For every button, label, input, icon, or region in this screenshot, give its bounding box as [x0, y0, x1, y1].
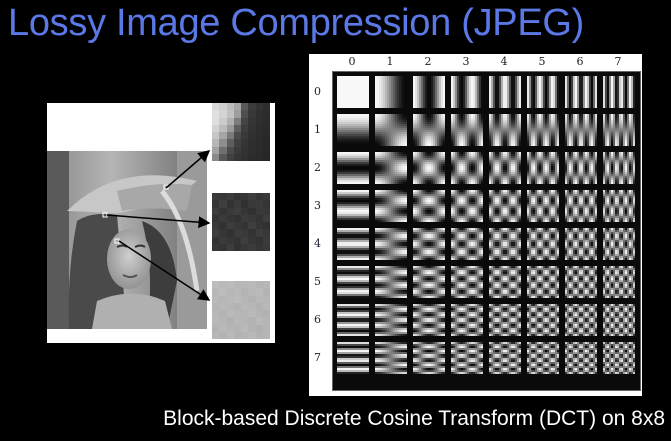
dct-basis-0-0: [337, 76, 369, 108]
dct-basis-2-5: [527, 152, 559, 184]
dct-basis-0-5: [527, 76, 559, 108]
dct-basis-0-2: [413, 76, 445, 108]
dct-basis-1-5: [527, 114, 559, 146]
dct-basis-2-3: [451, 152, 483, 184]
dct-basis-2-6: [565, 152, 597, 184]
dct-basis-4-5: [527, 228, 559, 260]
dct-basis-1-3: [451, 114, 483, 146]
dct-basis-5-2: [413, 266, 445, 298]
dct-column-label: 6: [576, 55, 584, 68]
dct-row-label: 0: [314, 85, 321, 98]
dct-basis-7-0: [337, 342, 369, 374]
dct-basis-6-3: [451, 304, 483, 336]
dct-basis-0-3: [451, 76, 483, 108]
dct-basis-5-1: [375, 266, 407, 298]
dct-basis-3-0: [337, 190, 369, 222]
dct-basis-7-5: [527, 342, 559, 374]
dct-column-label: 5: [538, 55, 546, 68]
dct-basis-3-7: [603, 190, 635, 222]
dct-basis-5-6: [565, 266, 597, 298]
dct-basis-4-7: [603, 228, 635, 260]
dct-column-label: 0: [348, 55, 356, 68]
dct-basis-1-2: [413, 114, 445, 146]
dct-basis-7-6: [565, 342, 597, 374]
dct-basis-6-6: [565, 304, 597, 336]
dct-basis-4-0: [337, 228, 369, 260]
dct-basis-1-0: [337, 114, 369, 146]
dct-row-label: 6: [314, 313, 321, 326]
dct-basis-3-6: [565, 190, 597, 222]
dct-column-label: 7: [614, 55, 622, 68]
dct-basis-7-2: [413, 342, 445, 374]
dct-basis-0-6: [565, 76, 597, 108]
dct-basis-7-3: [451, 342, 483, 374]
dct-row-label: 4: [314, 237, 321, 250]
zoom-arrows: [106, 150, 211, 301]
dct-row-label: 2: [314, 161, 321, 174]
dct-basis-6-4: [489, 304, 521, 336]
dct-basis-6-0: [337, 304, 369, 336]
dct-basis-5-0: [337, 266, 369, 298]
dct-basis-1-7: [603, 114, 635, 146]
dct-basis-0-4: [489, 76, 521, 108]
dct-basis-3-1: [375, 190, 407, 222]
dct-column-label: 3: [462, 55, 470, 68]
dct-basis-2-2: [413, 152, 445, 184]
dct-basis-5-7: [603, 266, 635, 298]
shadow-block-zoom: [212, 193, 270, 251]
dct-basis-4-1: [375, 228, 407, 260]
lena-image: [47, 151, 207, 329]
dct-basis-2-0: [337, 152, 369, 184]
dct-basis-2-7: [603, 152, 635, 184]
dct-basis-grid: 0 1 2 3 4 5 6 7 0 1 2 3 4 5 6 7: [309, 54, 642, 396]
dct-basis-6-1: [375, 304, 407, 336]
dct-basis-6-5: [527, 304, 559, 336]
dct-basis-5-4: [489, 266, 521, 298]
dct-basis-7-1: [375, 342, 407, 374]
dct-basis-frame: [332, 71, 641, 391]
dct-basis-0-1: [375, 76, 407, 108]
dct-basis-7-7: [603, 342, 635, 374]
dct-basis-1-1: [375, 114, 407, 146]
hair-block-zoom: [212, 103, 270, 161]
dct-basis-6-7: [603, 304, 635, 336]
dct-basis-1-6: [565, 114, 597, 146]
dct-row-label: 7: [314, 351, 321, 364]
dct-column-label: 2: [424, 55, 432, 68]
dct-basis-4-6: [565, 228, 597, 260]
lena-figure: [47, 103, 275, 343]
dct-basis-3-2: [413, 190, 445, 222]
dct-row-label: 1: [314, 123, 321, 136]
dct-column-label: 4: [500, 55, 508, 68]
skin-block-zoom: [212, 281, 270, 339]
dct-basis-4-4: [489, 228, 521, 260]
dct-basis-5-3: [451, 266, 483, 298]
dct-basis-3-5: [527, 190, 559, 222]
dct-column-label: 1: [386, 55, 394, 68]
dct-basis-7-4: [489, 342, 521, 374]
dct-basis-2-4: [489, 152, 521, 184]
dct-row-label: 5: [314, 275, 321, 288]
dct-basis-6-2: [413, 304, 445, 336]
slide-caption: Block-based Discrete Cosine Transform (D…: [163, 407, 665, 430]
dct-basis-3-4: [489, 190, 521, 222]
dct-basis-5-5: [527, 266, 559, 298]
dct-basis-4-3: [451, 228, 483, 260]
dct-basis-4-2: [413, 228, 445, 260]
dct-row-label: 3: [314, 199, 321, 212]
dct-basis-2-1: [375, 152, 407, 184]
dct-basis-1-4: [489, 114, 521, 146]
dct-basis-3-3: [451, 190, 483, 222]
dct-basis-0-7: [603, 76, 635, 108]
slide-title: Lossy Image Compression (JPEG): [8, 2, 584, 44]
